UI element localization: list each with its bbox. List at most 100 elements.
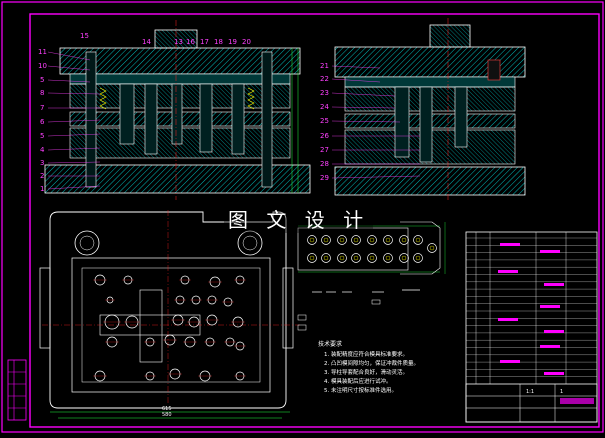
front-section-view [44, 20, 311, 200]
strip-holes [307, 235, 437, 263]
dim-label: 580 [162, 412, 172, 418]
balloon: 29 [320, 174, 329, 182]
balloon: 7 [40, 104, 44, 112]
strip-hole [351, 235, 361, 245]
strip-hole-inner [339, 255, 345, 261]
technical-notes: 技术要求 1. 装配精度应符合模具标准要求。 2. 凸凹模间隙均匀，保证冲裁件质… [318, 340, 419, 394]
note-line: 3. 导柱导套配合良好，滑动灵活。 [324, 368, 408, 376]
bom-entry-mark [498, 270, 518, 273]
strip-hole-inner [385, 237, 391, 243]
strip-hole-inner [309, 237, 315, 243]
bom-entry-mark [540, 345, 560, 348]
bom-grid [466, 232, 597, 384]
strip-hole [351, 253, 361, 263]
watermark-text: 图 文 设 计 [224, 204, 374, 233]
strip-layout [297, 221, 446, 331]
note-line: 2. 凸凹模间隙均匀，保证冲裁件质量。 [324, 359, 419, 367]
note-line: 1. 装配精度应符合模具标准要求。 [324, 350, 408, 358]
strip-hole [383, 253, 393, 263]
bom-entry-mark [544, 372, 564, 375]
bom-entry-mark [544, 283, 564, 286]
strip-hole [367, 235, 377, 245]
balloon: 24 [320, 103, 329, 111]
bom-entry-mark [500, 243, 520, 246]
strip-hole [399, 253, 409, 263]
balloon: 28 [320, 160, 329, 168]
balloon: 11 [38, 48, 47, 56]
strip-hole-inner [323, 255, 329, 261]
balloon: 2 [40, 172, 44, 180]
strip-hole [427, 243, 437, 253]
balloon: 26 [320, 132, 329, 140]
balloon: 15 [80, 32, 89, 40]
balloons-top: 15 14 13 16 17 18 19 20 [80, 32, 251, 46]
sheet-value: 1 [560, 389, 563, 395]
strip-hole-inner [415, 237, 421, 243]
strip-hole [413, 253, 423, 263]
strip-hole [399, 235, 409, 245]
balloon: 16 [186, 38, 195, 46]
bom-entry-mark [500, 360, 520, 363]
strip-hole-inner [429, 245, 435, 251]
bom-entry-mark [540, 305, 560, 308]
balloon: 20 [242, 38, 251, 46]
balloon: 18 [214, 38, 223, 46]
strip-hole-inner [353, 255, 359, 261]
balloon: 25 [320, 117, 329, 125]
strip-hole [321, 235, 331, 245]
strip-hole-inner [401, 237, 407, 243]
balloon: 21 [320, 62, 329, 70]
bom-entry-mark [498, 318, 518, 321]
balloons-left: 11 10 5 8 7 6 5 4 3 2 1 [38, 48, 47, 193]
strip-hole-inner [369, 237, 375, 243]
balloon: 3 [40, 159, 44, 167]
balloon: 14 [142, 38, 151, 46]
strip-hole [367, 253, 377, 263]
title-block: 1:1 1 [465, 383, 598, 423]
strip-hole [307, 253, 317, 263]
balloon: 27 [320, 146, 329, 154]
dim-label: 615 [162, 406, 172, 412]
strip-hole-inner [415, 255, 421, 261]
balloon: 1 [40, 185, 44, 193]
balloon: 22 [320, 75, 329, 83]
side-section-view [331, 18, 526, 200]
balloon: 19 [228, 38, 237, 46]
strip-hole [383, 235, 393, 245]
inner-frame [29, 13, 600, 428]
plan-holes [93, 274, 246, 382]
balloon: 5 [40, 132, 44, 140]
strip-hole [337, 253, 347, 263]
balloon: 6 [40, 118, 45, 126]
strip-hole [413, 235, 423, 245]
strip-hole-inner [339, 237, 345, 243]
strip-hole [321, 253, 331, 263]
strip-hole-inner [369, 255, 375, 261]
strip-hole [307, 235, 317, 245]
bom-entry-mark [540, 250, 560, 253]
balloon: 8 [40, 89, 44, 97]
strip-hole-inner [323, 237, 329, 243]
plan-view: 615 580 [39, 210, 300, 419]
note-line: 4. 模具装配后应进行试冲。 [324, 377, 392, 385]
left-strip [7, 359, 27, 421]
scale-value: 1:1 [526, 389, 534, 395]
strip-hole [337, 235, 347, 245]
strip-hole-inner [309, 255, 315, 261]
strip-hole-inner [401, 255, 407, 261]
bom-entry-mark [544, 330, 564, 333]
balloon: 4 [40, 146, 45, 154]
balloons-right: 21 22 23 24 25 26 27 28 29 [320, 62, 329, 182]
note-line: 5. 未注明尺寸按标准件选用。 [324, 386, 397, 394]
balloon: 5 [40, 76, 44, 84]
strip-hole-inner [385, 255, 391, 261]
notes-title: 技术要求 [318, 340, 342, 348]
strip-hole-inner [353, 237, 359, 243]
balloon: 17 [200, 38, 209, 46]
balloon: 10 [38, 62, 47, 70]
balloon: 23 [320, 89, 329, 97]
balloon: 13 [174, 38, 183, 46]
